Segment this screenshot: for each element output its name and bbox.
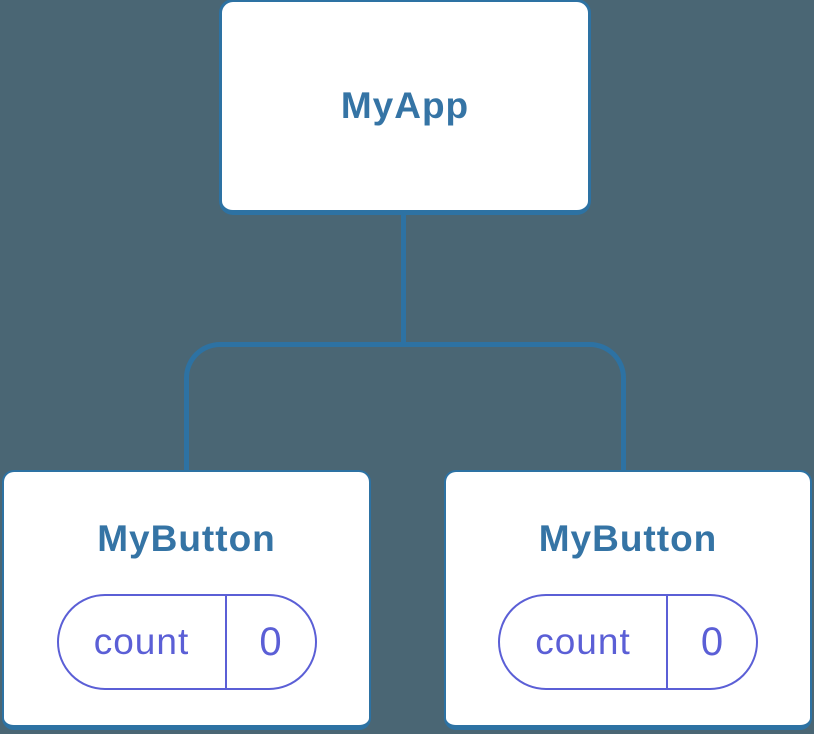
connector-bracket [184,342,626,470]
node-label: MyButton [538,518,718,559]
state-pill: count 0 [498,594,758,690]
state-name: count [500,596,668,688]
state-value: 0 [259,619,282,664]
state-value: 0 [700,619,724,664]
node-label: MyApp [340,85,470,126]
node-mybutton-1: MyButton count 0 [2,470,371,730]
state-pill: count 0 [56,594,317,690]
node-mybutton-2: MyButton count 0 [444,470,812,730]
node-label: MyButton [97,518,276,559]
connector-stem [401,214,406,344]
state-name: count [59,596,227,688]
node-myapp: MyApp [219,0,591,215]
